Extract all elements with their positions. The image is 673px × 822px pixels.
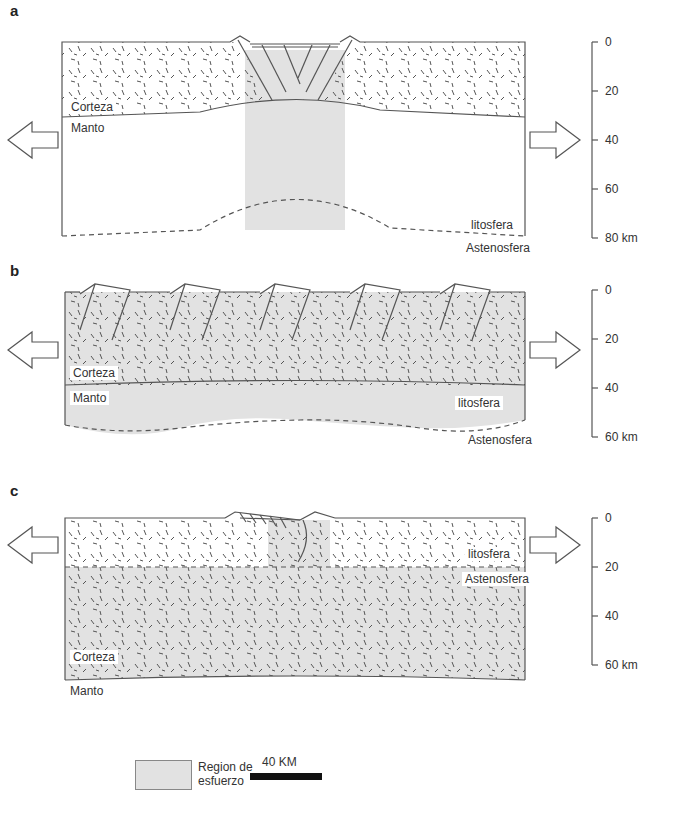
depth-value: 0 — [605, 511, 612, 525]
layer-name: Corteza — [70, 366, 118, 380]
depth-value: 60 — [605, 182, 618, 196]
depth-value: 20 — [605, 332, 618, 346]
depth-value: 80 km — [605, 231, 638, 245]
layer-name: Manto — [70, 684, 103, 698]
layer-name: litosfera — [468, 218, 516, 232]
layer-name: Manto — [70, 391, 109, 405]
depth-value: 0 — [605, 35, 612, 49]
panel-letter: a — [10, 4, 18, 18]
scale-bar — [250, 773, 322, 780]
depth-value: 40 — [605, 133, 618, 147]
depth-value: 20 — [605, 560, 618, 574]
layer-name: Corteza — [70, 650, 118, 664]
depth-value: 40 — [605, 609, 618, 623]
legend-swatch — [135, 760, 192, 790]
scale-label: 40 KM — [262, 755, 297, 769]
layer-name: Astenosfera — [468, 433, 532, 447]
layer-name: litosfera — [465, 547, 513, 561]
layer-name: Astenosfera — [462, 572, 532, 586]
panel-letter: c — [10, 484, 18, 498]
panel-letter: b — [10, 264, 19, 278]
depth-value: 20 — [605, 84, 618, 98]
panel-b — [8, 284, 598, 437]
depth-value: 60 km — [605, 658, 638, 672]
panel-a — [8, 36, 598, 238]
layer-name: Corteza — [68, 100, 116, 114]
layer-name: Astenosfera — [466, 241, 530, 255]
legend-text: Region de esfuerzo — [198, 760, 278, 788]
depth-value: 0 — [605, 283, 612, 297]
depth-value: 40 — [605, 381, 618, 395]
layer-name: Manto — [68, 121, 107, 135]
panel-c — [8, 512, 598, 680]
depth-value: 60 km — [605, 430, 638, 444]
layer-name: litosfera — [455, 396, 503, 410]
